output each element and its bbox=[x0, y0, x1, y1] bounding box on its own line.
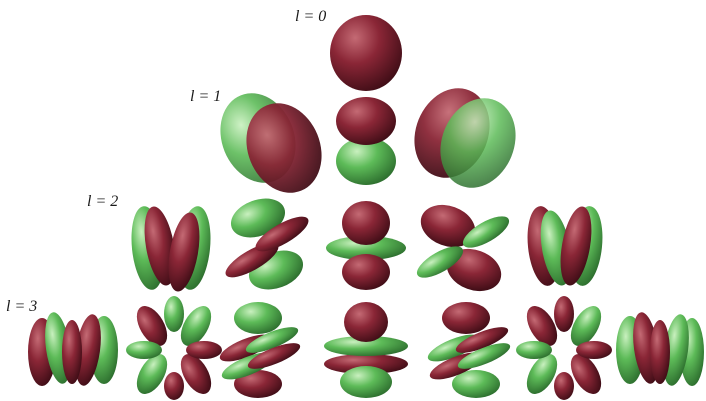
orbital-l2-m-1 bbox=[221, 192, 313, 297]
orbital-l3-m2 bbox=[516, 296, 612, 400]
orbital-l3-m-2 bbox=[126, 296, 222, 400]
orbital-l3-m-3 bbox=[28, 311, 118, 388]
orbital-l3-m1 bbox=[425, 302, 513, 398]
orbital-l1-m-1 bbox=[207, 82, 334, 204]
orbital-l1-m1 bbox=[401, 77, 528, 199]
orbital-l2-m-2 bbox=[128, 204, 215, 294]
orbital-l3-m3 bbox=[616, 311, 704, 388]
orbital-l2-m1 bbox=[412, 198, 513, 299]
orbital-l2-m2 bbox=[524, 204, 606, 288]
orbital-l2-m0 bbox=[326, 201, 406, 290]
orbital-l3-m-1 bbox=[217, 302, 303, 398]
orbital-l3-m0 bbox=[324, 302, 408, 398]
orbital-l0-m0 bbox=[330, 15, 402, 91]
orbital-l1-m0 bbox=[336, 97, 396, 185]
